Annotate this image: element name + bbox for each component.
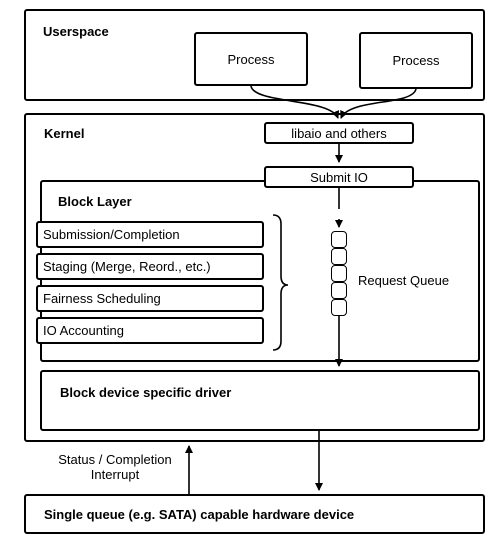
request-queue-slot: [331, 282, 347, 299]
status-completion-label: Status / Completion Interrupt: [45, 452, 185, 482]
block-layer-item-accounting: IO Accounting: [36, 317, 264, 344]
status-completion-line1: Status / Completion: [58, 452, 172, 467]
submit-io-box: Submit IO: [264, 166, 414, 188]
request-queue-slot: [331, 299, 347, 316]
block-layer-title: Block Layer: [58, 194, 132, 209]
block-layer-item-staging: Staging (Merge, Reord., etc.): [36, 253, 264, 280]
libaio-box: libaio and others: [264, 122, 414, 144]
driver-label: Block device specific driver: [60, 385, 232, 400]
block-layer-item-submission: Submission/Completion: [36, 221, 264, 248]
process-box-2: Process: [359, 32, 473, 89]
hardware-box: [24, 494, 485, 534]
block-layer-item-fairness: Fairness Scheduling: [36, 285, 264, 312]
status-completion-line2: Interrupt: [90, 467, 140, 482]
request-queue-slot: [331, 248, 347, 265]
process-box-1: Process: [194, 32, 308, 86]
kernel-title: Kernel: [44, 126, 85, 141]
userspace-title: Userspace: [43, 24, 109, 39]
hardware-label: Single queue (e.g. SATA) capable hardwar…: [44, 507, 355, 522]
request-queue-label: Request Queue: [358, 273, 450, 288]
request-queue-slot: [331, 231, 347, 248]
request-queue-slot: [331, 265, 347, 282]
driver-box: [40, 370, 480, 431]
